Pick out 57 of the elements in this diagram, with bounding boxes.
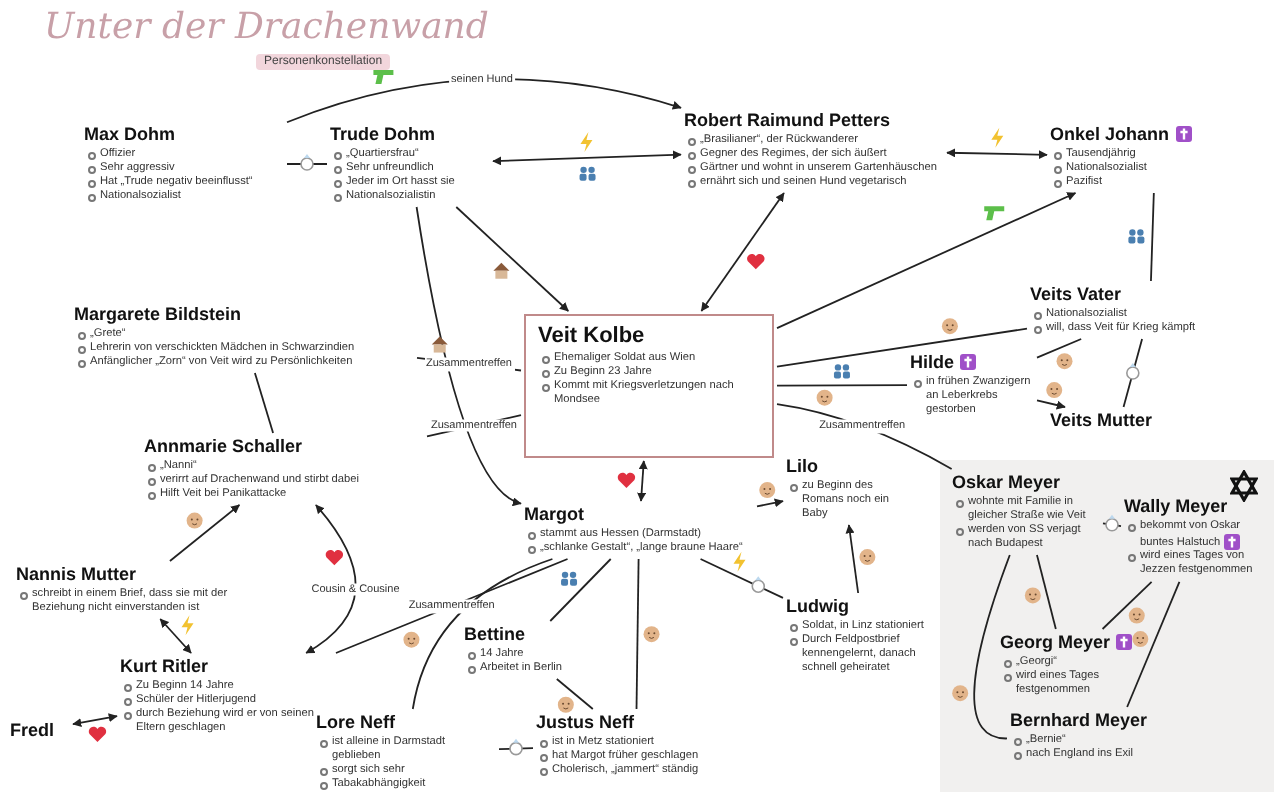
- character-name: Trude Dohm: [330, 124, 436, 144]
- arrow: [455, 206, 570, 312]
- arrow: [72, 713, 118, 728]
- character-name: Georg Meyer: [1000, 632, 1111, 652]
- connector-line: [254, 372, 274, 434]
- character-name: Veits Mutter: [1050, 410, 1153, 430]
- title: Unter der Drachenwand: [44, 6, 489, 48]
- arrow: [1036, 399, 1066, 410]
- connector-line: [1036, 338, 1083, 359]
- character-name: Annmarie Schaller: [144, 436, 303, 456]
- connector-line: [1122, 338, 1143, 408]
- connector-line: [1101, 581, 1153, 630]
- character-name: Robert Raimund Petters: [684, 110, 891, 130]
- character-name: Lore Neff: [316, 712, 396, 732]
- character-name: Margot: [524, 504, 584, 524]
- arrow: [637, 460, 648, 502]
- arrow: [845, 524, 860, 594]
- arrow: [946, 148, 1048, 160]
- character-name: Margarete Bildstein: [74, 304, 242, 324]
- connector-line: [1150, 192, 1155, 282]
- character-name: Veit Kolbe: [538, 324, 645, 348]
- connector-line: [1126, 581, 1181, 708]
- connector-line: [635, 558, 640, 710]
- arrow: [756, 498, 784, 508]
- connector-line: [555, 678, 594, 710]
- arrow: [305, 504, 357, 654]
- arrow: [492, 150, 682, 166]
- connector-line: [973, 554, 1011, 740]
- family-panel: [940, 460, 1274, 792]
- character-name: Kurt Ritler: [120, 656, 209, 676]
- character-name: Veits Vater: [1030, 284, 1122, 304]
- connector-line: [1036, 554, 1057, 630]
- connector-line: [549, 558, 612, 622]
- connector-line: [411, 558, 554, 710]
- arrow: [700, 192, 785, 312]
- connector-line: [1102, 522, 1122, 527]
- character-name: Wally Meyer: [1124, 496, 1228, 516]
- character-name: Bettine: [464, 624, 526, 644]
- connector-line: [286, 163, 328, 165]
- arrow: [776, 192, 1077, 329]
- arrow: [159, 618, 192, 654]
- connector-line: [498, 747, 534, 751]
- character-name: Justus Neff: [536, 712, 635, 732]
- connector-line: [776, 327, 1028, 368]
- character-card: [524, 314, 774, 458]
- character-name: Nannis Mutter: [16, 564, 137, 584]
- arrow: [415, 206, 522, 505]
- character-name: Lilo: [786, 456, 818, 476]
- character-name: Onkel Johann: [1050, 124, 1170, 144]
- connector-line: [776, 384, 908, 387]
- character-name: Max Dohm: [84, 124, 176, 144]
- character-name: Ludwig: [786, 596, 849, 616]
- character-name: Fredl: [10, 720, 55, 740]
- character-name: Hilde: [910, 352, 955, 372]
- character-name: Bernhard Meyer: [1010, 710, 1148, 730]
- arrow: [169, 504, 241, 562]
- character-name: Oskar Meyer: [952, 472, 1061, 492]
